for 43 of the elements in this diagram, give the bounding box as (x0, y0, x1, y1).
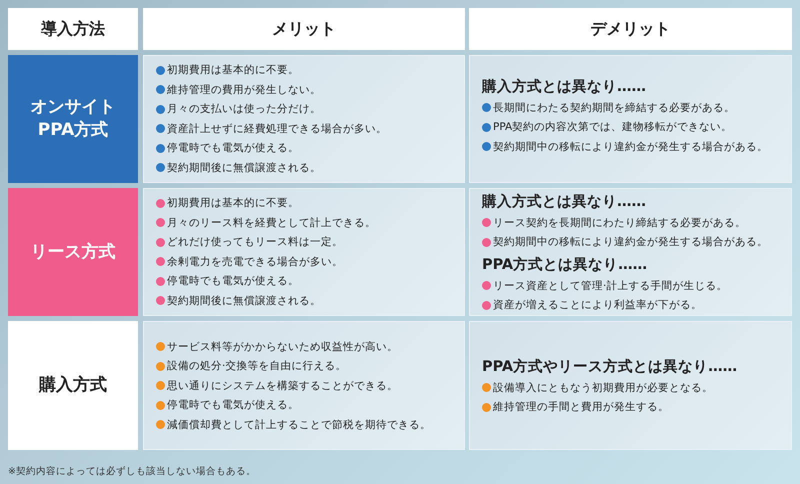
bullet-text: 初期費用は基本的に不要。 (167, 196, 299, 210)
bullet-text: どれだけ使ってもリース料は一定。 (167, 235, 343, 250)
bullet-text: 契約期間後に無償譲渡される。 (167, 294, 321, 308)
bullet-text: 契約期間中の移転により違約金が発生する場合がある。 (493, 235, 768, 250)
bullet-text: 契約期間後に無償譲渡される。 (167, 160, 321, 175)
bullet-text: PPA契約の内容次第では、建物移転ができない。 (493, 120, 732, 134)
bullet-text: 設備導入にともなう初期費用が必要となる。 (493, 380, 713, 395)
footnote: ※契約内容によっては必ずしも該当しない場合もある。 (8, 465, 256, 478)
row-header-cell: オンサイトPPA方式 (8, 55, 138, 183)
table-cell (143, 188, 465, 316)
bullet-text: サービス料等がかからないため収益性が高い。 (167, 340, 398, 354)
bullet-text: 停電時でも電気が使える。 (167, 274, 299, 288)
table-cell (469, 321, 792, 450)
bullet-text: 長期間にわたる契約期間を締結する必要がある。 (493, 100, 735, 115)
bullet-text: 資産が増えることにより利益率が下がる。 (493, 298, 702, 312)
row-header-cell: 購入方式 (8, 321, 138, 450)
subheading: PPA方式とは異なり…… (482, 255, 648, 274)
subheading: 購入方式とは異なり…… (482, 192, 647, 211)
row-header-cell: リース方式 (8, 188, 138, 316)
bullet-text: 停電時でも電気が使える。 (167, 141, 299, 156)
bullet-text: 維持管理の費用が発生しない。 (167, 82, 321, 97)
bullet-text: リース資産として管理·計上する手間が生じる。 (493, 278, 728, 293)
bullet-text: 月々の支払いは使った分だけ。 (167, 102, 321, 116)
header-cell: メリット (143, 8, 465, 50)
bullet-text: 維持管理の手間と費用が発生する。 (493, 400, 669, 414)
bullet-text: 余剰電力を売電できる場合が多い。 (167, 254, 343, 269)
table-cell (469, 55, 792, 183)
table-cell (143, 55, 465, 183)
subheading: 購入方式とは異なり…… (482, 77, 647, 96)
header-cell: 導入方法 (8, 8, 138, 50)
bullet-text: 月々のリース料を経費として計上できる。 (167, 216, 376, 230)
bullet-text: 設備の処分·交換等を自由に行える。 (167, 359, 346, 373)
table-cell (469, 188, 792, 316)
bullet-text: リース契約を長期間にわたり締結する必要がある。 (493, 216, 746, 230)
bullet-text: 初期費用は基本的に不要。 (167, 63, 299, 78)
bullet-text: 資産計上せずに経費処理できる場合が多い。 (167, 122, 387, 136)
bullet-text: 停電時でも電気が使える。 (167, 398, 299, 412)
header-cell: デメリット (469, 8, 792, 50)
bullet-text: 契約期間中の移転により違約金が発生する場合がある。 (493, 140, 768, 154)
bullet-text: 思い通りにシステムを構築することができる。 (167, 378, 398, 392)
bullet-text: 減価償却費として計上することで節税を期待できる。 (167, 418, 431, 432)
table-cell (143, 321, 465, 450)
subheading: PPA方式やリース方式とは異なり…… (482, 357, 738, 376)
